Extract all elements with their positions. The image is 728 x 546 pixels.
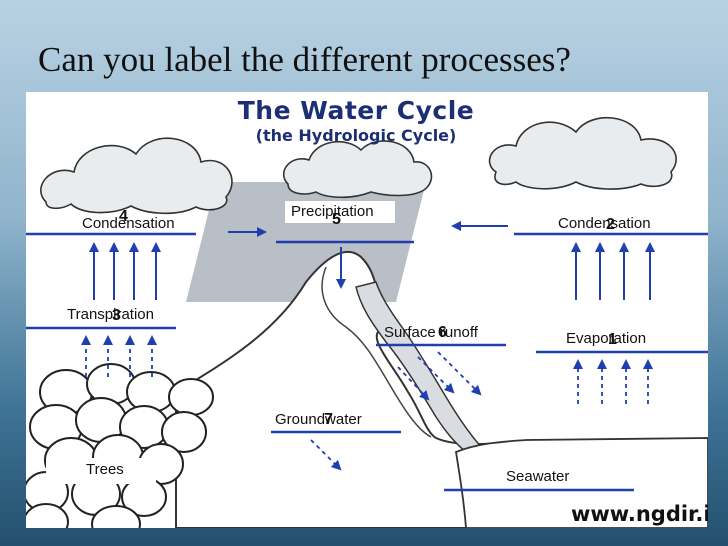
label-transpiration: Transpiration bbox=[67, 306, 154, 323]
number-6: 6 bbox=[438, 324, 447, 341]
arrows-condensation-right bbox=[571, 242, 655, 300]
cloud-right bbox=[488, 117, 677, 190]
label-lines bbox=[26, 232, 708, 492]
arrows-surface-runoff bbox=[397, 351, 482, 401]
label-surface-runoff: Surface runoff bbox=[384, 324, 478, 341]
trees-label-box bbox=[46, 458, 156, 484]
number-4: 4 bbox=[119, 208, 128, 225]
arrows-evaporation bbox=[573, 359, 653, 404]
label-trees: Trees bbox=[86, 461, 124, 478]
cloud-center bbox=[282, 140, 433, 199]
arrows-condensation-left bbox=[89, 242, 161, 300]
cloud-left bbox=[40, 137, 233, 215]
sea bbox=[454, 437, 708, 528]
diagram-heading: The Water Cycle (the Hydrologic Cycle) bbox=[206, 96, 506, 145]
trees bbox=[26, 363, 214, 528]
label-precipitation: Precipitation bbox=[291, 203, 374, 220]
arrows-transpiration bbox=[81, 335, 157, 377]
slide-title: Can you label the different processes? bbox=[38, 40, 571, 79]
number-5: 5 bbox=[332, 211, 341, 228]
number-1: 1 bbox=[608, 331, 617, 348]
number-7: 7 bbox=[324, 411, 333, 428]
label-evaporation: Evaporation bbox=[566, 330, 647, 347]
watermark: www.ngdir.ir bbox=[571, 502, 708, 526]
water-cycle-diagram: The Water Cycle (the Hydrologic Cycle) C… bbox=[26, 92, 708, 528]
number-2: 2 bbox=[606, 216, 615, 233]
label-seawater: Seawater bbox=[506, 468, 570, 485]
label-condensation-left: Condensation bbox=[82, 215, 175, 232]
label-groundwater: Groundwater bbox=[275, 411, 362, 428]
number-3: 3 bbox=[112, 307, 121, 324]
diagram-subtitle: (the Hydrologic Cycle) bbox=[255, 126, 457, 145]
arrow-groundwater bbox=[310, 439, 342, 471]
label-condensation-right: Condensation bbox=[558, 215, 651, 232]
mountain-ridge bbox=[321, 266, 432, 438]
precipitation-label-box bbox=[284, 200, 396, 224]
diagram-title: The Water Cycle bbox=[237, 96, 475, 125]
diagram-artwork bbox=[26, 117, 708, 528]
